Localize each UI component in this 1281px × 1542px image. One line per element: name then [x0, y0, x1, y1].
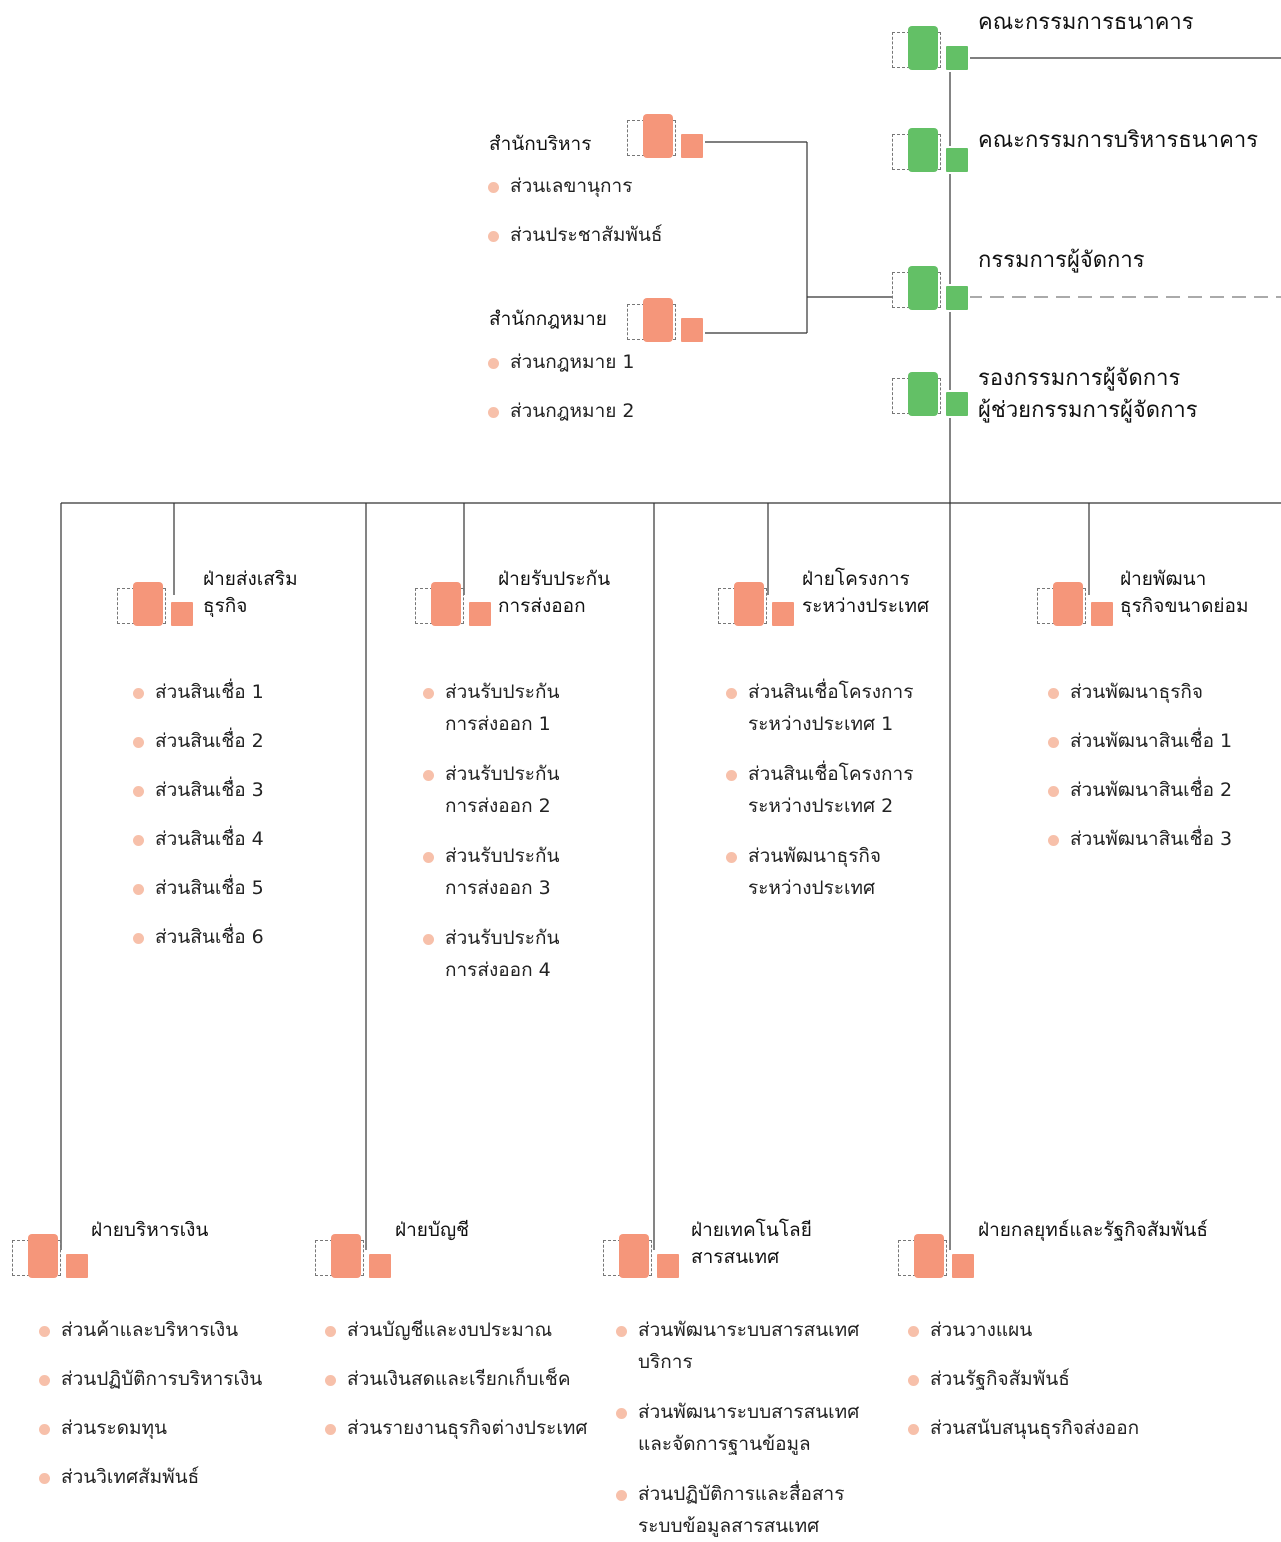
division-list-sme-development: ส่วนพัฒนาธุรกิจ ส่วนพัฒนาสินเชื่อ 1 ส่วน… — [1048, 676, 1232, 872]
list-item: ส่วนรับประกัน การส่งออก 2 — [423, 758, 559, 822]
list-item: ส่วนประชาสัมพันธ์ — [488, 219, 663, 251]
list-item: ส่วนกฎหมาย 1 — [488, 346, 635, 378]
division-icon — [117, 582, 197, 630]
list-item: ส่วนรายงานธุรกิจต่างประเทศ — [325, 1412, 587, 1444]
list-item: ส่วนสินเชื่อโครงการ ระหว่างประเทศ 1 — [726, 676, 913, 740]
list-item: ส่วนบัญชีและงบประมาณ — [325, 1314, 587, 1346]
admin-office-icon — [627, 114, 707, 162]
division-icon — [718, 582, 798, 630]
list-item: ส่วนรัฐกิจสัมพันธ์ — [908, 1363, 1139, 1395]
list-item: ส่วนระดมทุน — [39, 1412, 262, 1444]
list-item: ส่วนพัฒนาระบบสารสนเทศ บริการ — [616, 1314, 859, 1378]
list-item: ส่วนสินเชื่อ 3 — [133, 774, 264, 806]
list-item: ส่วนรับประกัน การส่งออก 3 — [423, 840, 559, 904]
admin-office-title: สำนักบริหาร — [489, 133, 592, 155]
list-item: ส่วนเงินสดและเรียกเก็บเช็ค — [325, 1363, 587, 1395]
list-item: ส่วนเลขานุการ — [488, 170, 663, 202]
division-list-international-projects: ส่วนสินเชื่อโครงการ ระหว่างประเทศ 1 ส่วน… — [726, 676, 913, 904]
division-list-business-promotion: ส่วนสินเชื่อ 1 ส่วนสินเชื่อ 2 ส่วนสินเชื… — [133, 676, 264, 970]
division-icon — [415, 582, 495, 630]
division-icon — [12, 1234, 92, 1282]
division-list-it: ส่วนพัฒนาระบบสารสนเทศ บริการ ส่วนพัฒนาระ… — [616, 1314, 859, 1542]
president-title: กรรมการผู้จัดการ — [978, 248, 1145, 273]
list-item: ส่วนรับประกัน การส่งออก 1 — [423, 676, 559, 740]
list-item: ส่วนพัฒนาระบบสารสนเทศ และจัดการฐานข้อมูล — [616, 1396, 859, 1460]
list-item: ส่วนค้าและบริหารเงิน — [39, 1314, 262, 1346]
list-item: ส่วนพัฒนาธุรกิจ ระหว่างประเทศ — [726, 840, 913, 904]
list-item: ส่วนวิเทศสัมพันธ์ — [39, 1461, 262, 1493]
list-item: ส่วนปฏิบัติการบริหารเงิน — [39, 1363, 262, 1395]
president-node-icon — [892, 266, 972, 314]
list-item: ส่วนสินเชื่อ 5 — [133, 872, 264, 904]
division-title-strategy: ฝ่ายกลยุทธ์และรัฐกิจสัมพันธ์ — [978, 1219, 1208, 1241]
division-title-accounting: ฝ่ายบัญชี — [395, 1219, 470, 1241]
division-title-export-insurance: ฝ่ายรับประกัน การส่งออก — [498, 568, 611, 617]
division-title-sme-development: ฝ่ายพัฒนา ธุรกิจขนาดย่อม — [1120, 568, 1249, 617]
legal-office-list: ส่วนกฎหมาย 1 ส่วนกฎหมาย 2 — [488, 346, 635, 444]
division-title-business-promotion: ฝ่ายส่งเสริม ธุรกิจ — [203, 568, 298, 617]
division-icon — [315, 1234, 395, 1282]
vp-node-icon — [892, 372, 972, 420]
list-item: ส่วนสนับสนุนธุรกิจส่งออก — [908, 1412, 1139, 1444]
division-list-strategy: ส่วนวางแผน ส่วนรัฐกิจสัมพันธ์ ส่วนสนับสน… — [908, 1314, 1139, 1461]
board-node-icon — [892, 26, 972, 74]
division-icon — [898, 1234, 978, 1282]
exec-board-title: คณะกรรมการบริหารธนาคาร — [978, 128, 1259, 153]
list-item: ส่วนปฏิบัติการและสื่อสาร ระบบข้อมูลสารสน… — [616, 1478, 859, 1542]
admin-office-list: ส่วนเลขานุการ ส่วนประชาสัมพันธ์ — [488, 170, 663, 268]
legal-office-title: สำนักกฎหมาย — [489, 308, 607, 330]
division-icon — [1037, 582, 1117, 630]
division-list-accounting: ส่วนบัญชีและงบประมาณ ส่วนเงินสดและเรียกเ… — [325, 1314, 587, 1461]
list-item: ส่วนสินเชื่อโครงการ ระหว่างประเทศ 2 — [726, 758, 913, 822]
list-item: ส่วนสินเชื่อ 6 — [133, 921, 264, 953]
list-item: ส่วนพัฒนาสินเชื่อ 2 — [1048, 774, 1232, 806]
division-title-treasury: ฝ่ายบริหารเงิน — [91, 1219, 209, 1241]
legal-office-icon — [627, 298, 707, 346]
list-item: ส่วนพัฒนาธุรกิจ — [1048, 676, 1232, 708]
list-item: ส่วนพัฒนาสินเชื่อ 3 — [1048, 823, 1232, 855]
board-title: คณะกรรมการธนาคาร — [978, 10, 1194, 35]
division-list-treasury: ส่วนค้าและบริหารเงิน ส่วนปฏิบัติการบริหา… — [39, 1314, 262, 1510]
list-item: ส่วนรับประกัน การส่งออก 4 — [423, 922, 559, 986]
avp-title: ผู้ช่วยกรรมการผู้จัดการ — [978, 398, 1198, 423]
list-item: ส่วนสินเชื่อ 4 — [133, 823, 264, 855]
division-title-international-projects: ฝ่ายโครงการ ระหว่างประเทศ — [802, 568, 930, 617]
list-item: ส่วนสินเชื่อ 1 — [133, 676, 264, 708]
list-item: ส่วนพัฒนาสินเชื่อ 1 — [1048, 725, 1232, 757]
exec-board-node-icon — [892, 128, 972, 176]
vp-title: รองกรรมการผู้จัดการ — [978, 366, 1181, 391]
division-icon — [603, 1234, 683, 1282]
list-item: ส่วนกฎหมาย 2 — [488, 395, 635, 427]
division-title-it: ฝ่ายเทคโนโลยี สารสนเทศ — [691, 1219, 812, 1268]
list-item: ส่วนสินเชื่อ 2 — [133, 725, 264, 757]
division-list-export-insurance: ส่วนรับประกัน การส่งออก 1 ส่วนรับประกัน … — [423, 676, 559, 986]
list-item: ส่วนวางแผน — [908, 1314, 1139, 1346]
